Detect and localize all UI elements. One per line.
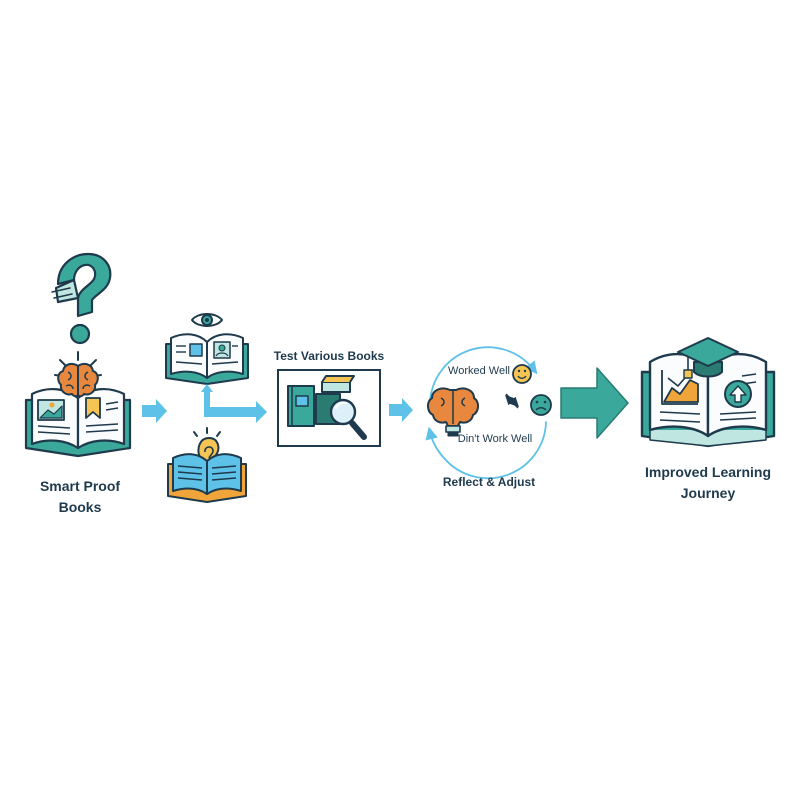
feedback-swap-arrows bbox=[505, 393, 519, 409]
open-book-smart-proof bbox=[24, 388, 132, 458]
magnifying-glass-icon bbox=[329, 398, 367, 440]
lightbulb-brain-icon bbox=[427, 387, 479, 437]
reflect-cycle bbox=[425, 346, 547, 480]
up-arrow-circle-icon bbox=[724, 380, 752, 408]
didnt-work-well-label: Din't Work Well bbox=[457, 433, 533, 445]
branch-connector bbox=[201, 384, 267, 423]
improved-learning-line-2: Journey bbox=[680, 485, 736, 501]
smart-proof-books-label: Smart Proof Books bbox=[20, 476, 140, 518]
smile-face-icon bbox=[512, 364, 532, 384]
flow-arrow-1 bbox=[142, 399, 167, 423]
smart-proof-books-line-2: Books bbox=[58, 499, 102, 515]
improved-learning-journey-label: Improved Learning Journey bbox=[628, 462, 788, 504]
eye-icon bbox=[191, 313, 223, 327]
worked-well-label: Worked Well bbox=[448, 365, 510, 377]
open-book-visual bbox=[165, 333, 249, 385]
graduation-cap-icon bbox=[677, 337, 739, 379]
open-book-auditory bbox=[167, 453, 247, 503]
brain-icon bbox=[57, 362, 99, 398]
reflect-adjust-label: Reflect & Adjust bbox=[442, 475, 536, 489]
big-flow-arrow bbox=[560, 367, 629, 439]
improved-learning-line-1: Improved Learning bbox=[644, 464, 772, 480]
smart-proof-books-line-1: Smart Proof bbox=[39, 478, 121, 494]
frown-face-icon bbox=[530, 394, 552, 416]
test-various-books-label: Test Various Books bbox=[273, 349, 385, 363]
book-stack-icon bbox=[287, 375, 355, 427]
question-mark-icon bbox=[51, 252, 112, 345]
flow-arrow-3 bbox=[389, 398, 413, 422]
